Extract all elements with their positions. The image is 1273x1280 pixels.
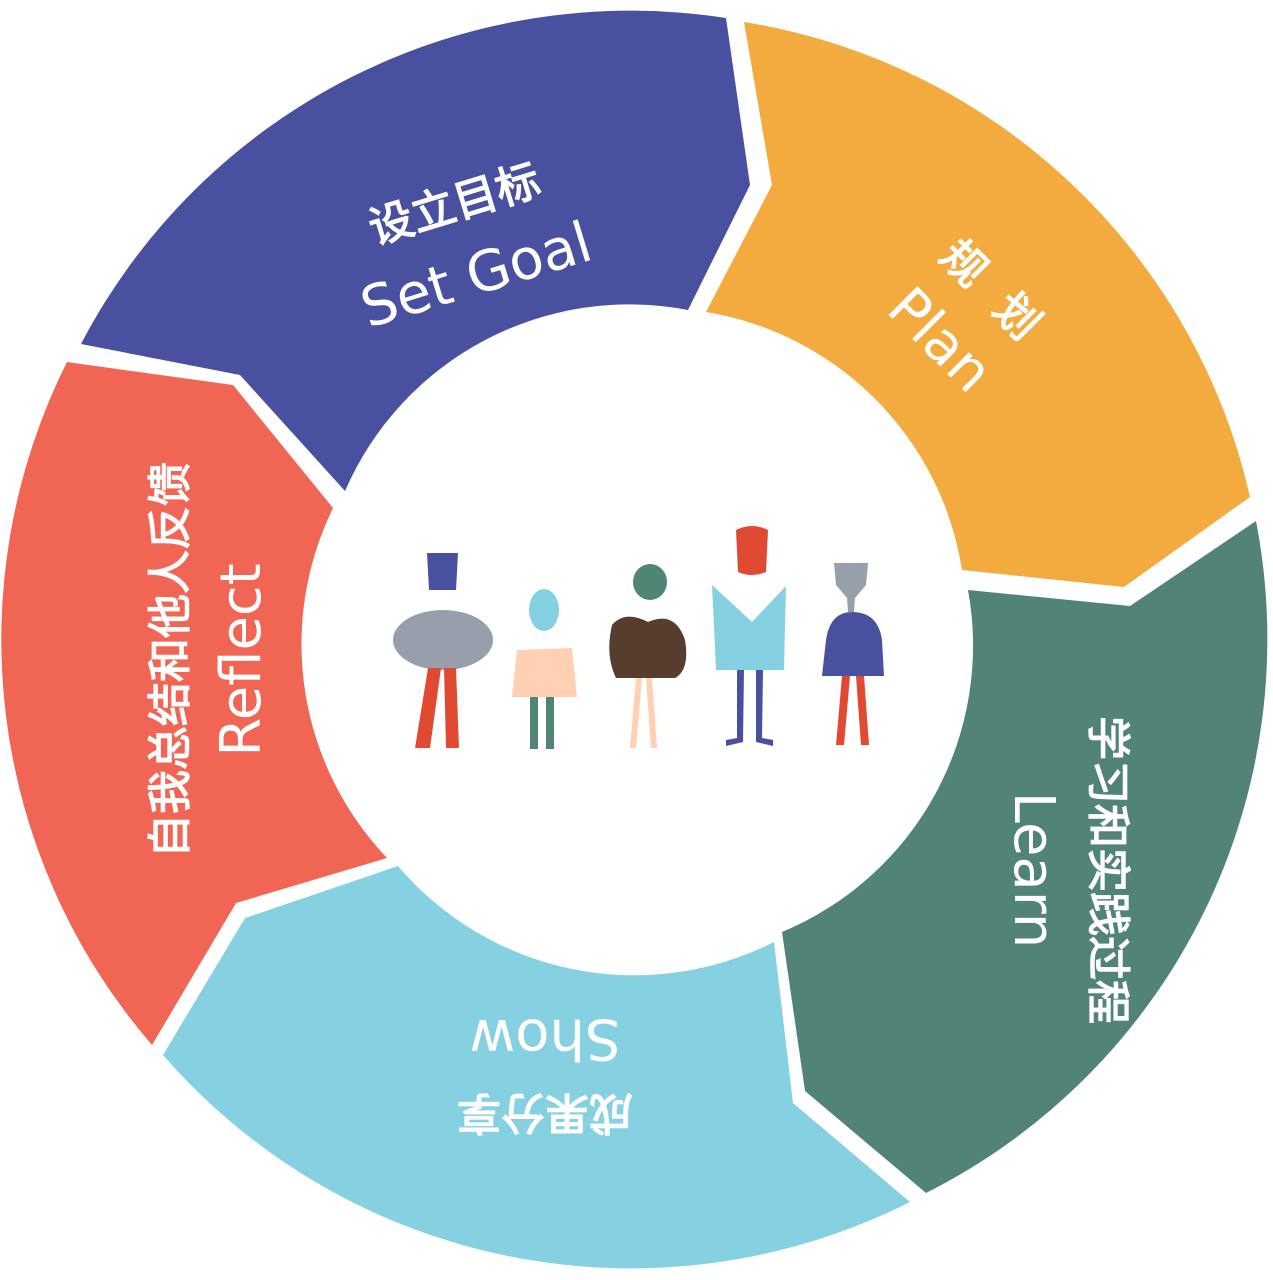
label-learn-zh: 学习和实践过程 [1082, 716, 1133, 1024]
figure-2-head [529, 589, 559, 631]
figure-1 [393, 553, 493, 748]
figure-1-leg-right [444, 668, 459, 748]
segment-plan [706, 22, 1250, 587]
segment-learn [782, 521, 1268, 1193]
figure-1-body [393, 610, 493, 670]
figure-3 [609, 564, 687, 748]
figure-3-leg-left [630, 678, 642, 748]
label-learn: 学习和实践过程 Learn [1001, 716, 1133, 1024]
label-show: 成果分享 Show [457, 1006, 633, 1138]
figure-5-leg-right [856, 676, 869, 745]
segment-set-goal [81, 10, 750, 491]
figure-5-leg-left [836, 676, 850, 745]
figure-5 [822, 563, 884, 745]
figure-2-leg-right [546, 697, 554, 749]
figure-3-leg-right [646, 678, 657, 748]
figure-3-body [609, 616, 687, 678]
figure-1-head [427, 553, 458, 590]
figure-4-leg-right [756, 670, 773, 746]
people-illustration [393, 526, 884, 749]
figure-2-body [512, 648, 577, 697]
label-show-zh: 成果分享 [457, 1087, 633, 1138]
figure-3-head [633, 564, 667, 600]
label-reflect: 自我总结和他人反馈 Reflect [145, 462, 274, 858]
figure-5-head [834, 563, 868, 612]
label-learn-en: Learn [1001, 792, 1066, 949]
label-reflect-zh: 自我总结和他人反馈 [145, 462, 196, 858]
label-reflect-en: Reflect [209, 563, 274, 756]
label-show-en: Show [469, 1006, 620, 1071]
figure-4-leg-left [726, 670, 744, 746]
figure-4-head [736, 526, 768, 575]
figure-2-leg-left [530, 697, 538, 749]
figure-4-body [712, 585, 786, 670]
segment-show [163, 866, 910, 1269]
segment-reflect [1, 362, 388, 1045]
figure-1-leg-left [415, 668, 441, 748]
figure-5-body [822, 612, 884, 676]
figure-4 [712, 526, 786, 746]
figure-2 [512, 589, 577, 749]
